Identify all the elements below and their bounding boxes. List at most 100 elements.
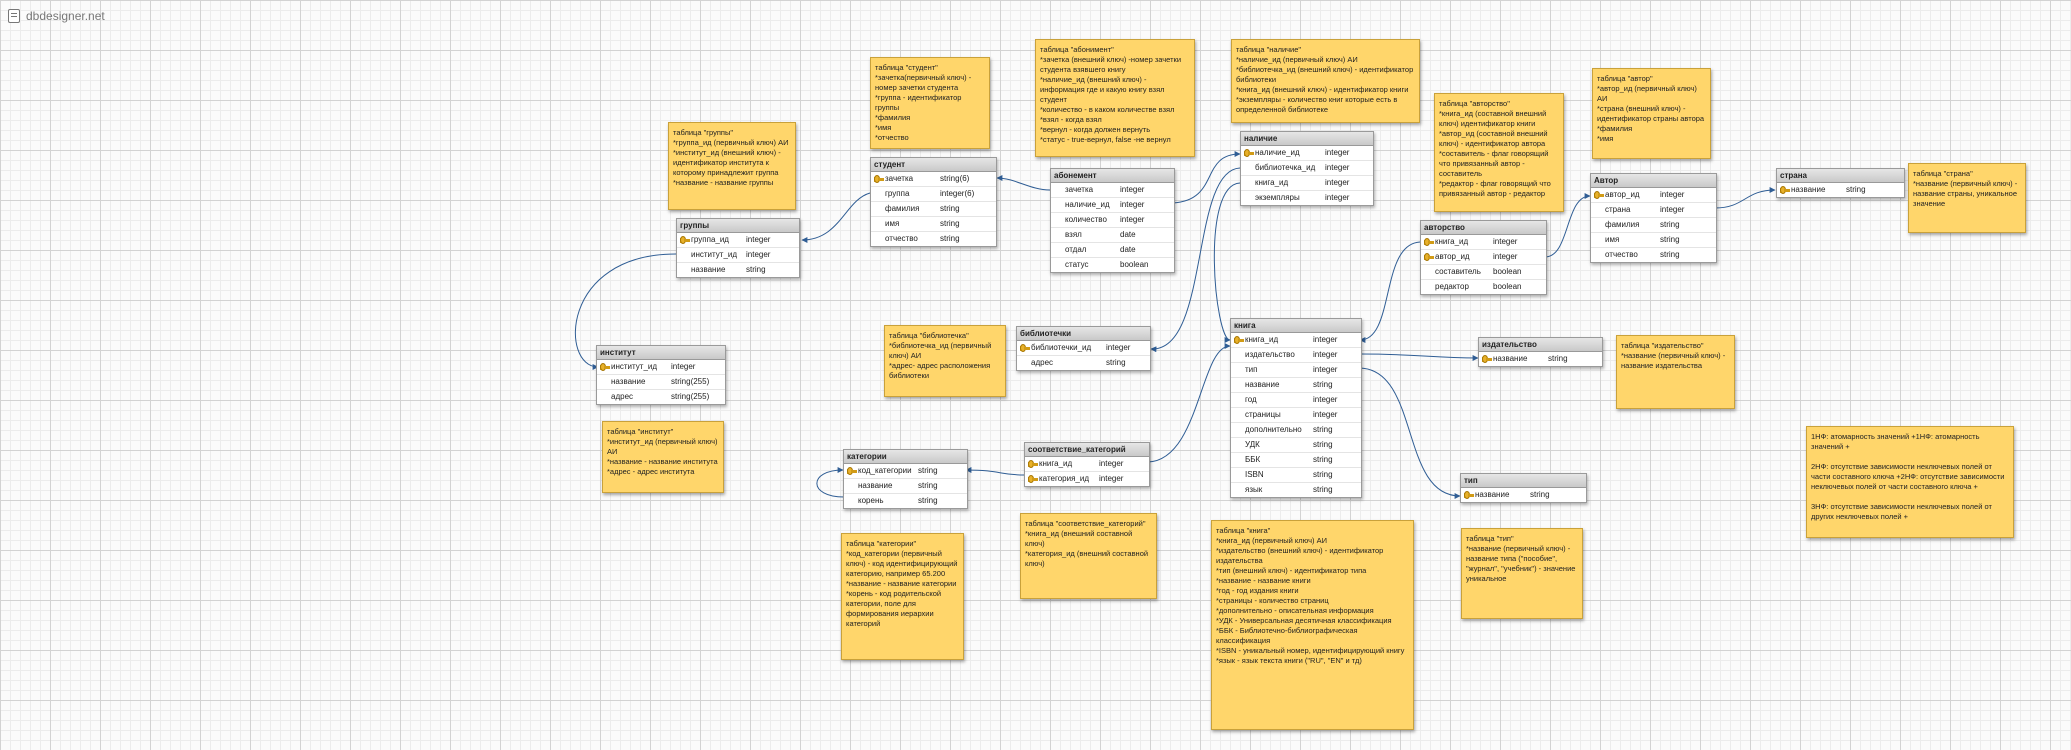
note-avtorstvo[interactable]: таблица "авторство" *книга_ид (составной…	[1434, 93, 1564, 212]
note-student[interactable]: таблица "студент" *зачетка(первичный клю…	[870, 57, 990, 149]
note-gruppy[interactable]: таблица "группы" *группа_ид (первичный к…	[668, 122, 796, 210]
note-avtor[interactable]: таблица "автор" *автор_ид (первичный клю…	[1592, 68, 1711, 159]
table-title[interactable]: абонемент	[1051, 169, 1174, 183]
table-title[interactable]: издательство	[1479, 338, 1602, 352]
column-name: название	[611, 377, 646, 386]
column-type: string	[1846, 185, 1866, 194]
table-title[interactable]: авторство	[1421, 221, 1546, 235]
table-title[interactable]: тип	[1461, 474, 1586, 488]
note-nalichie[interactable]: таблица "наличие" *наличие_ид (первичный…	[1231, 39, 1420, 123]
note-kniga[interactable]: таблица "книга" *книга_ид (первичный клю…	[1211, 520, 1414, 730]
table-title[interactable]: наличие	[1241, 132, 1373, 146]
note-biblioteki[interactable]: таблица "библиотечка" *библиотечка_ид (п…	[884, 325, 1006, 397]
table-title[interactable]: студент	[871, 158, 996, 172]
note-sootv[interactable]: таблица "соответствие_категорий" *книга_…	[1020, 513, 1157, 599]
note-normal-forms[interactable]: 1НФ: атомарность значений +1НФ: атомарно…	[1806, 426, 2014, 538]
column-type: string	[940, 204, 960, 213]
table-title[interactable]: институт	[597, 346, 725, 360]
table-title[interactable]: группы	[677, 219, 799, 233]
table-title[interactable]: Автор	[1591, 174, 1716, 188]
note-institut[interactable]: таблица "институт" *институт_ид (первичн…	[602, 421, 724, 493]
note-kategorii[interactable]: таблица "категории" *код_категории (перв…	[841, 533, 964, 660]
table-title[interactable]: страна	[1777, 169, 1904, 183]
note-strana[interactable]: таблица "страна" *название (первичный кл…	[1908, 163, 2026, 233]
table-title[interactable]: категории	[844, 450, 967, 464]
note-izdatelstvo[interactable]: таблица "издательство" *название (первич…	[1616, 335, 1735, 409]
table-title[interactable]: книга	[1231, 319, 1361, 333]
note-tip[interactable]: таблица "тип" *название (первичный ключ)…	[1461, 528, 1583, 619]
table-title[interactable]: соответствие_категорий	[1025, 443, 1149, 457]
app-brand[interactable]: dbdesigner.net	[8, 9, 105, 23]
note-abonement[interactable]: таблица "абонимент" *зачетка (внешний кл…	[1035, 39, 1195, 157]
column-name: редактор	[1435, 282, 1469, 291]
column-type: string	[1660, 220, 1680, 229]
table-title[interactable]: библиотечки	[1017, 327, 1150, 341]
